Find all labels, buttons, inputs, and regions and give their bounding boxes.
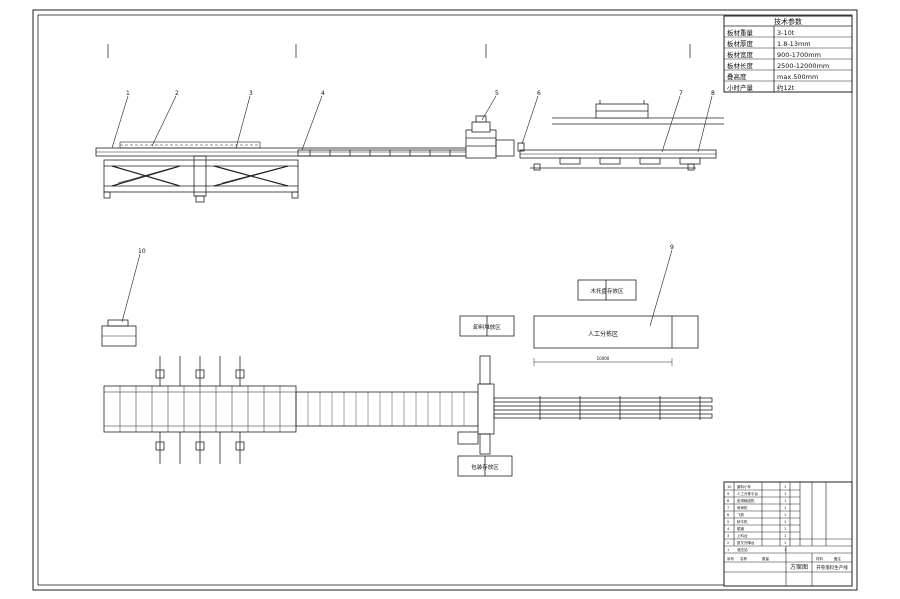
param-label: 叠高度 bbox=[727, 72, 747, 81]
part-no: 10 bbox=[727, 485, 731, 489]
part-name: 废料小车 bbox=[737, 484, 751, 489]
zone-labels: 木托盘存放区 卸料堆放区 人工分拣区 包装存放区 bbox=[471, 287, 624, 471]
callout-7: 7 bbox=[679, 90, 683, 97]
reference-ticks bbox=[107, 44, 691, 58]
part-qty: 1 bbox=[784, 548, 786, 552]
callout-5: 5 bbox=[495, 90, 499, 97]
param-label: 板材重量 bbox=[727, 28, 754, 37]
zone-label-unload: 卸料堆放区 bbox=[473, 323, 501, 331]
param-value: 2500-12000mm bbox=[777, 62, 829, 70]
param-value: 900-1700mm bbox=[777, 51, 821, 59]
part-qty: 1 bbox=[784, 520, 786, 524]
part-name: 人工分拣平台 bbox=[737, 491, 758, 496]
callout-4: 4 bbox=[321, 90, 325, 97]
title-block bbox=[723, 481, 853, 587]
header-cell: 材料 bbox=[816, 556, 824, 561]
part-no: 8 bbox=[727, 499, 729, 503]
part-qty: 1 bbox=[784, 527, 786, 531]
zone-label-pallet: 木托盘存放区 bbox=[590, 287, 624, 295]
part-qty: 1 bbox=[784, 506, 786, 510]
plan-view bbox=[101, 319, 713, 464]
part-no: 3 bbox=[727, 534, 729, 538]
part-no: 2 bbox=[727, 541, 729, 545]
callout-leaders-side bbox=[111, 95, 713, 153]
dimension-line bbox=[533, 358, 673, 366]
part-name: 辊道 bbox=[737, 526, 745, 531]
part-qty: 1 bbox=[784, 534, 786, 538]
param-label: 板材长度 bbox=[727, 61, 754, 70]
param-label: 板材宽度 bbox=[727, 50, 754, 59]
part-qty: 1 bbox=[784, 492, 786, 496]
part-no: 1 bbox=[727, 548, 729, 552]
header-cell: 名称 bbox=[740, 556, 748, 561]
header-cell: 数量 bbox=[762, 556, 770, 561]
callout-3: 3 bbox=[249, 90, 253, 97]
callout-10: 10 bbox=[138, 248, 146, 255]
header-cell: 序号 bbox=[727, 556, 735, 561]
part-name: 上料台 bbox=[737, 533, 748, 538]
part-no: 4 bbox=[727, 527, 730, 531]
part-name: 皮带输送机 bbox=[737, 498, 755, 503]
part-name: 堆垛机 bbox=[737, 505, 748, 510]
part-no: 5 bbox=[727, 520, 729, 524]
parts-list: 10 废料小车 1 9 人工分拣平台 1 8 皮带输送机 1 7 堆垛机 1 6… bbox=[727, 484, 786, 552]
outer-frame bbox=[32, 9, 858, 591]
callout-9: 9 bbox=[670, 244, 674, 251]
tech-params-table: 技术参数 板材重量 3-10t 板材厚度 1.8-13mm 板材宽度 900-1… bbox=[723, 15, 853, 93]
product-name: 开卷落料生产线 bbox=[816, 564, 848, 571]
callout-numbers-side: 1 2 3 4 5 6 7 8 bbox=[126, 90, 715, 97]
callout-2: 2 bbox=[175, 90, 179, 97]
part-qty: 1 bbox=[784, 513, 786, 517]
tech-params-title: 技术参数 bbox=[774, 17, 802, 26]
part-qty: 1 bbox=[784, 485, 786, 489]
param-label: 小时产量 bbox=[727, 83, 754, 92]
title-block-header: 序号 名称 数量 材料 备注 bbox=[727, 556, 842, 561]
callout-1: 1 bbox=[126, 90, 130, 97]
header-cell: 备注 bbox=[834, 556, 842, 561]
part-no: 6 bbox=[727, 513, 729, 517]
part-name: 液压站 bbox=[737, 547, 748, 552]
zone-label-package: 包装存放区 bbox=[471, 463, 499, 471]
part-name: 飞剪 bbox=[737, 512, 745, 517]
part-no: 9 bbox=[727, 492, 729, 496]
part-name: 矫平机 bbox=[737, 519, 748, 524]
zone-boxes bbox=[457, 279, 699, 477]
param-value: 约12t bbox=[777, 83, 795, 92]
part-qty: 1 bbox=[784, 541, 786, 545]
param-value: max.500mm bbox=[777, 73, 818, 81]
callout-8: 8 bbox=[711, 90, 715, 97]
zone-label-sorting: 人工分拣区 bbox=[588, 330, 618, 338]
side-elevation-view bbox=[95, 100, 724, 203]
dimension-label: 10000 bbox=[597, 356, 610, 361]
part-name: 剪叉升降台 bbox=[737, 540, 755, 545]
param-value: 1.8-13mm bbox=[777, 40, 811, 48]
inner-frame bbox=[37, 14, 853, 586]
part-no: 7 bbox=[727, 506, 729, 510]
param-label: 板材厚度 bbox=[727, 39, 754, 48]
callout-6: 6 bbox=[537, 90, 541, 97]
param-value: 3-10t bbox=[777, 29, 795, 37]
drawing-name: 方案图 bbox=[790, 563, 808, 571]
part-qty: 1 bbox=[784, 499, 786, 503]
callout-leaders-plan bbox=[121, 249, 673, 327]
